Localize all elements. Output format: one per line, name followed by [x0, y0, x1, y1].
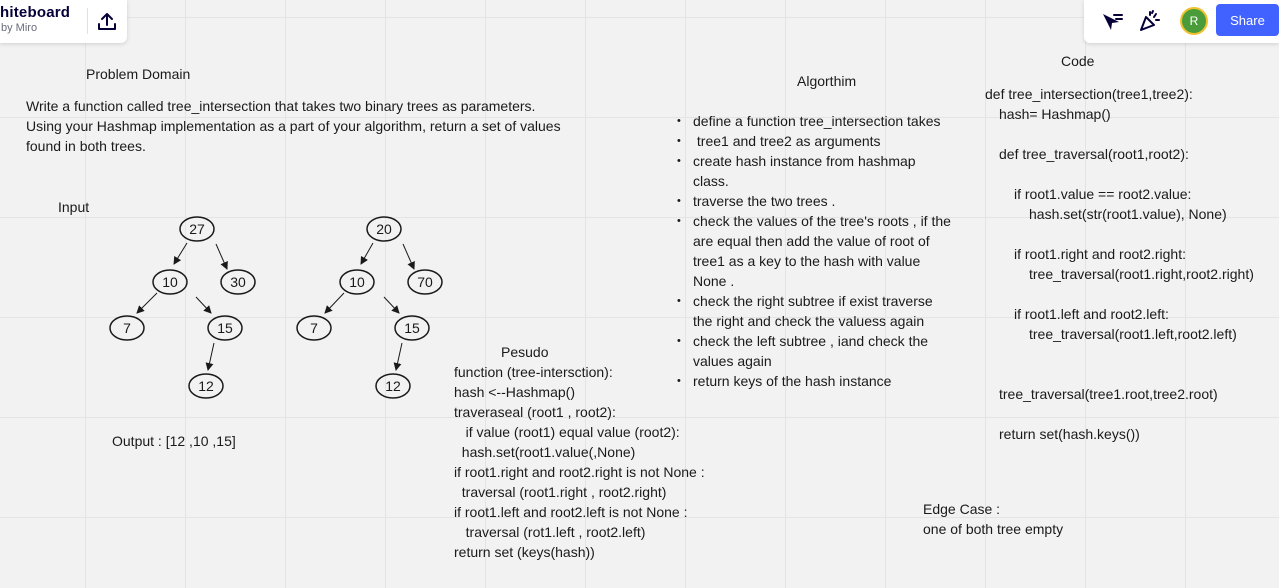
code-line: if root1.right and root2.right: [1014, 246, 1186, 262]
code-line: def tree_intersection(tree1,tree2): [985, 86, 1193, 102]
tree2-node-left-left-value: 7 [310, 320, 318, 336]
tree2-node-left-right-value: 15 [404, 320, 420, 336]
board-title-bar: hiteboard by Miro [0, 0, 127, 43]
algorithm-item: define a function tree_intersection take… [677, 111, 967, 131]
algorithm-list: define a function tree_intersection take… [677, 111, 967, 391]
celebration-button[interactable] [1136, 8, 1164, 34]
tree2-node-right-value: 70 [417, 274, 433, 290]
tree-2: 20 10 70 7 15 12 [296, 216, 443, 399]
algorithm-title: Algorthim [797, 73, 857, 89]
upload-icon [98, 13, 116, 30]
board-title[interactable]: hiteboard [0, 4, 71, 21]
algorithm-item: create hash instance from hashmap class. [677, 151, 939, 191]
tree2-node-leaf-value: 12 [385, 378, 401, 394]
tree2-node-leaf: 12 [375, 373, 411, 399]
tree-1: 27 10 30 7 15 12 [109, 216, 256, 399]
algorithm-item: check the left subtree , iand check the … [677, 331, 955, 371]
algorithm-item: tree1 and tree2 as arguments [677, 131, 967, 151]
tree1-node-left: 10 [152, 269, 188, 295]
code-line: tree_traversal(root1.left,root2.left) [1029, 326, 1237, 342]
toolbar-divider [87, 8, 88, 34]
code-line: hash.set(str(root1.value), None) [1029, 206, 1227, 222]
tree1-node-leaf: 12 [188, 373, 224, 399]
input-label: Input [58, 199, 90, 215]
pseudo-line: return set (keys(hash)) [454, 544, 595, 560]
problem-line-2: Using your Hashmap implementation as a p… [26, 118, 561, 134]
tree1-node-leaf-value: 12 [198, 378, 214, 394]
tree-diagrams: 27 10 30 7 15 12 20 [109, 216, 443, 399]
tree2-node-left-value: 10 [349, 274, 365, 290]
pseudo-line: if root1.left and root2.left is not None… [454, 504, 688, 520]
tree1-node-root-value: 27 [189, 221, 205, 237]
code-line: tree_traversal(root1.right,root2.right) [1029, 266, 1254, 282]
code-title: Code [1061, 53, 1095, 69]
tree2-node-root-value: 20 [376, 221, 392, 237]
tree1-node-left-left: 7 [109, 315, 145, 341]
output-text: Output : [12 ,10 ,15] [112, 433, 236, 449]
board-subtitle: by Miro [1, 22, 38, 34]
export-button[interactable] [93, 7, 121, 35]
tree1-node-right: 30 [220, 269, 256, 295]
tree2-node-right: 70 [407, 269, 443, 295]
tree1-node-left-right: 15 [207, 315, 243, 341]
user-avatar[interactable]: R [1180, 7, 1208, 35]
code-line: def tree_traversal(root1,root2): [999, 146, 1189, 162]
pseudo-block: function (tree-intersction): hash <--Has… [454, 362, 705, 562]
tree2-node-left-right: 15 [394, 315, 430, 341]
pseudo-line: traversal (rot1.left , root2.left) [454, 524, 646, 540]
edge-case-title: Edge Case : [923, 501, 1001, 517]
pseudo-line: if value (root1) equal value (root2): [454, 424, 680, 440]
share-button[interactable]: Share [1216, 4, 1279, 36]
collaboration-bar: R Share [1084, 0, 1279, 43]
pseudo-line: function (tree-intersction): [454, 364, 613, 380]
tree2-node-left: 10 [339, 269, 375, 295]
code-line: if root1.left and root2.left: [1014, 306, 1169, 322]
tree1-node-right-value: 30 [230, 274, 246, 290]
code-line: if root1.value == root2.value: [1014, 186, 1192, 202]
tree2-node-root: 20 [366, 216, 402, 242]
problem-line-3: found in both trees. [26, 138, 146, 154]
problem-line-1: Write a function called tree_intersectio… [26, 98, 536, 114]
tree1-node-left-value: 10 [162, 274, 178, 290]
pseudo-line: traversal (root1.right , root2.right) [454, 484, 667, 500]
tree1-node-root: 27 [179, 216, 215, 242]
code-line: hash= Hashmap() [999, 106, 1111, 122]
code-line: tree_traversal(tree1.root,tree2.root) [999, 386, 1218, 402]
tree1-node-left-right-value: 15 [217, 320, 233, 336]
algorithm-item: check the values of the tree's roots , i… [677, 211, 955, 291]
select-cursor-icon [1103, 14, 1123, 30]
celebration-icon [1140, 10, 1160, 31]
edge-case-text: one of both tree empty [923, 521, 1064, 537]
pseudo-line: traveraseal (root1 , root2): [454, 404, 616, 420]
tree2-node-left-left: 7 [296, 315, 332, 341]
select-cursor-button[interactable] [1098, 8, 1126, 34]
pseudo-line: if root1.right and root2.right is not No… [454, 464, 705, 480]
tree1-node-left-left-value: 7 [123, 320, 131, 336]
algorithm-item: check the right subtree if exist travers… [677, 291, 955, 331]
pseudo-title: Pesudo [501, 344, 549, 360]
pseudo-line: hash.set(root1.value(,None) [454, 444, 636, 460]
problem-domain-title: Problem Domain [86, 66, 191, 82]
pseudo-line: hash <--Hashmap() [454, 384, 575, 400]
algorithm-item: return keys of the hash instance [677, 371, 967, 391]
code-line: return set(hash.keys()) [999, 426, 1140, 442]
algorithm-item: traverse the two trees . [677, 191, 967, 211]
